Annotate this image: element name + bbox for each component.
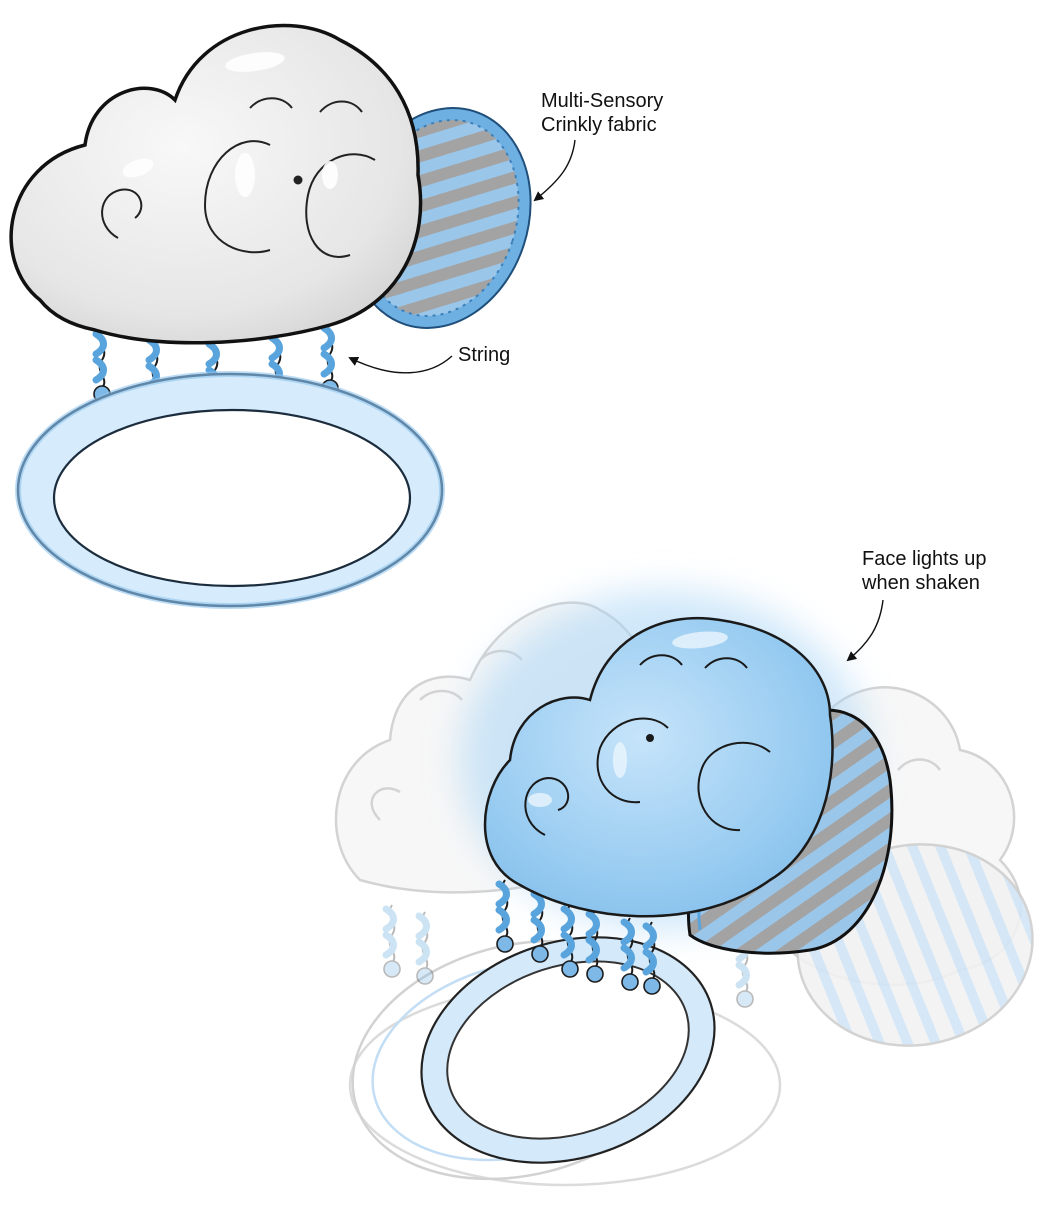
cloud-toy-motion (334, 590, 1034, 1187)
cloud-highlights-lit (528, 631, 728, 807)
callout-lights-up-line1: Face lights up (862, 548, 987, 570)
callout-lights-up: Face lights up when shaken (846, 548, 987, 662)
teething-ring-active (420, 936, 716, 1164)
cloud-body-lit (483, 616, 834, 918)
cloud-highlights-top (122, 52, 338, 197)
cloud-toy-top (9, 23, 532, 609)
callout-crinkly-fabric-line1: Multi-Sensory (541, 90, 663, 112)
arrow-lights-up (846, 599, 884, 662)
callout-crinkly-fabric: Multi-Sensory Crinkly fabric (533, 90, 663, 202)
callout-string: String (348, 344, 510, 374)
callout-crinkly-fabric-line2: Crinkly fabric (541, 114, 657, 136)
cloud-body-top (9, 23, 423, 345)
callout-string-label: String (458, 344, 510, 366)
arrow-crinkly-fabric (533, 139, 576, 202)
arrow-string (348, 355, 453, 374)
teething-ring-top (15, 371, 445, 609)
cloud-face-lit (524, 654, 771, 836)
cloud-face-top (101, 97, 376, 258)
callout-lights-up-line2: when shaken (861, 572, 980, 594)
